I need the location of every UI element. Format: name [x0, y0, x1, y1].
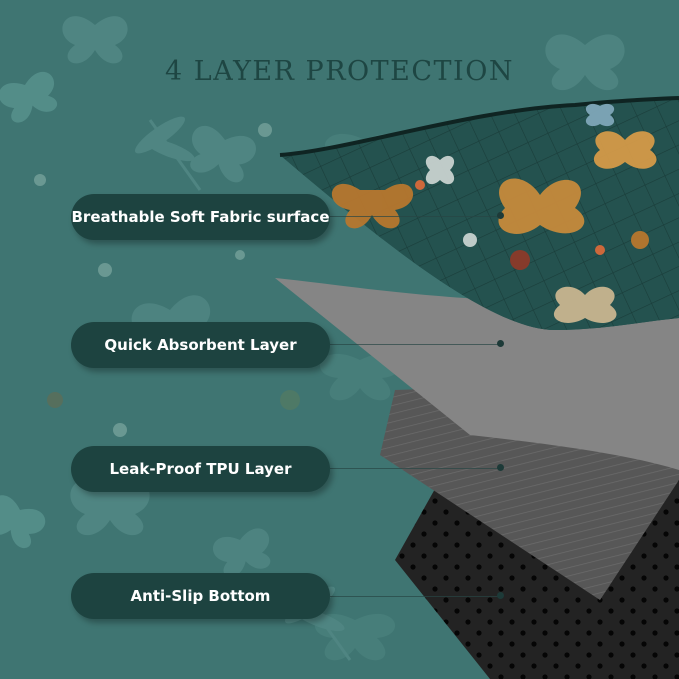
indicator-dot — [497, 592, 504, 599]
dragonfly-icon — [135, 116, 202, 191]
flower-icon — [235, 250, 245, 260]
butterfly-icon — [213, 528, 271, 577]
layer-label-tpu: Leak-Proof TPU Layer — [71, 446, 330, 492]
butterfly-icon — [545, 34, 625, 91]
layer-label-fabric: Breathable Soft Fabric surface — [71, 194, 330, 240]
butterfly-icon — [0, 495, 46, 548]
moth-icon — [319, 353, 401, 401]
layer-label-absorbent: Quick Absorbent Layer — [71, 322, 330, 368]
layer-label-anti-slip: Anti-Slip Bottom — [71, 573, 330, 619]
leader-line — [330, 344, 500, 345]
beetle-icon — [47, 392, 63, 408]
fabric-print-motifs — [331, 103, 657, 323]
flower-icon — [258, 123, 272, 137]
butterfly-icon — [0, 72, 58, 123]
leader-line — [330, 468, 500, 469]
indicator-dot — [497, 464, 504, 471]
indicator-dot — [497, 212, 504, 219]
page-title: 4 LAYER PROTECTION — [165, 56, 514, 88]
butterfly-icon — [62, 16, 128, 64]
butterfly-icon — [190, 126, 256, 183]
indicator-dot — [497, 340, 504, 347]
leader-line — [330, 216, 500, 217]
flower-icon — [34, 174, 46, 186]
butterfly-icon — [70, 479, 150, 536]
flower-icon — [113, 423, 127, 437]
beetle-icon — [280, 390, 300, 410]
leader-line — [330, 596, 500, 597]
flower-icon — [98, 263, 112, 277]
